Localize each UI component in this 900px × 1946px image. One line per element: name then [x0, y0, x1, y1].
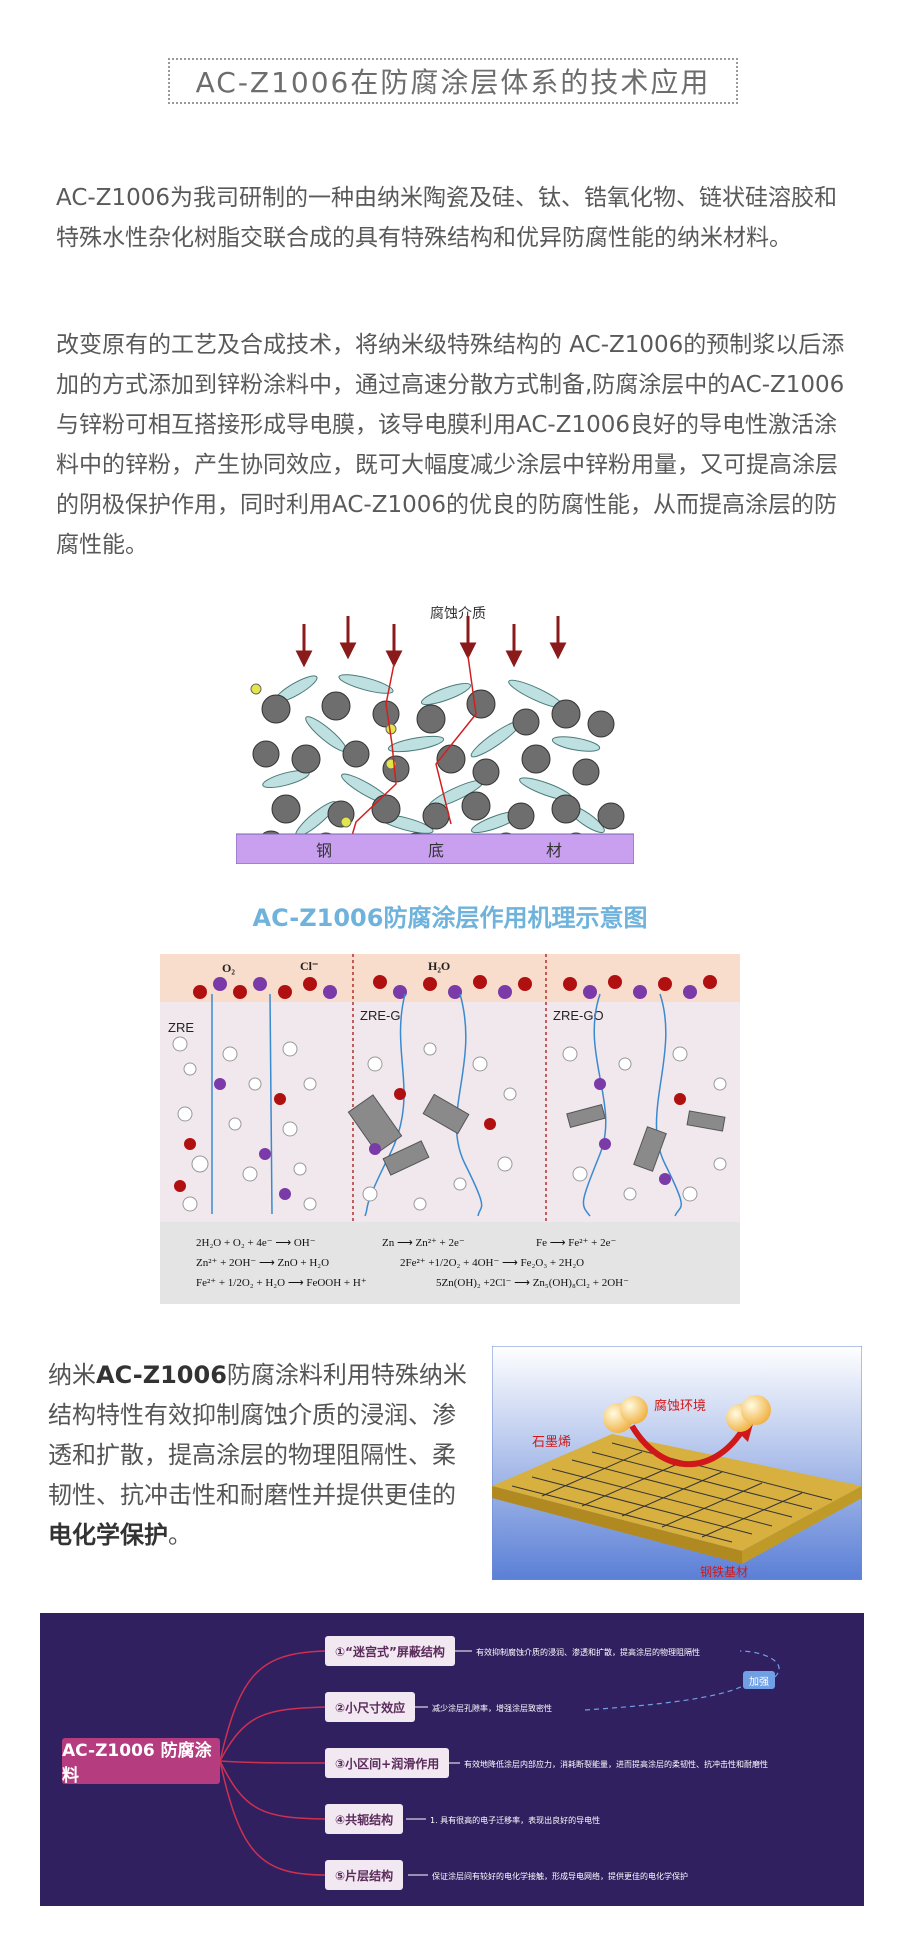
- mind-map-node-3: ③小区间+润滑作用: [325, 1748, 450, 1778]
- species-h2o: H₂O: [428, 959, 450, 973]
- corrosion-env-label: 腐蚀环境: [654, 1399, 706, 1414]
- species-o2: O₂: [222, 961, 235, 975]
- diagram-caption: AC-Z1006防腐涂层作用机理示意图: [252, 904, 648, 932]
- substrate-char-1: 钢: [316, 842, 332, 860]
- mind-map-desc-1: 有效抑制腐蚀介质的浸润、渗透和扩散，提高涂层的物理阻隔性: [476, 1648, 700, 1657]
- mind-map-connectors: [219, 1650, 780, 1876]
- panel-label-zre: ZRE: [168, 1020, 194, 1035]
- mind-map-node-1: ①“迷宫式”屏蔽结构: [325, 1636, 455, 1666]
- mind-map: AC-Z1006 防腐涂料 ①“迷宫式”屏蔽结构 有效抑制腐蚀介质的浸润、渗透和…: [40, 1613, 864, 1906]
- eq-r3-c1: Fe²⁺ + 1/2O₂ + H₂O ⟶ FeOOH + H⁺: [196, 1277, 367, 1289]
- mind-map-enhance-tag: 加强: [743, 1671, 775, 1689]
- eq-r2-c1: Zn²⁺ + 2OH⁻ ⟶ ZnO + H₂O: [196, 1257, 329, 1269]
- mechanism-diagram: 腐蚀介质: [236, 594, 634, 864]
- panel-label-zre-go: ZRE-GO: [553, 1008, 604, 1023]
- species-cl: Cl⁻: [300, 959, 318, 973]
- intro-paragraph-2: 改变原有的工艺及合成技术，将纳米级特殊结构的 AC-Z1006的预制浆以后添加的…: [56, 332, 845, 558]
- corrosion-medium-label: 腐蚀介质: [430, 605, 486, 622]
- eq-r3-c2: 5Zn(OH)₂ +2Cl⁻ ⟶ Zn₅(OH)₈Cl₂ + 2OH⁻: [436, 1277, 629, 1289]
- substrate-char-2: 底: [428, 842, 444, 860]
- mind-map-desc-2: 减少涂层孔隙率，增强涂层致密性: [432, 1704, 552, 1713]
- mind-map-desc-5: 保证涂层间有较好的电化学接触，形成导电网络，提供更佳的电化学保护: [432, 1872, 688, 1881]
- mind-map-root: AC-Z1006 防腐涂料: [62, 1738, 220, 1786]
- mind-map-desc-4: 1. 具有很高的电子迁移率，表现出良好的导电性: [430, 1816, 601, 1825]
- eq-r1-c3: Fe ⟶ Fe²⁺ + 2e⁻: [536, 1237, 616, 1249]
- zre-comparison-figure: ZRE ZRE-G ZRE-GO O₂ Cl⁻ H₂O: [160, 954, 740, 1304]
- side-bold-electrochemical: 电化学保护: [48, 1521, 168, 1549]
- side-text-3: 。: [168, 1521, 192, 1549]
- graphene-label: 石墨烯: [532, 1435, 571, 1450]
- page-title: AC-Z1006在防腐涂层体系的技术应用: [168, 58, 738, 104]
- graphene-illustration: 腐蚀环境 石墨烯 钢铁基材: [492, 1346, 862, 1580]
- side-bold-product: AC-Z1006: [96, 1361, 227, 1389]
- side-text-2: 防腐涂料利用特殊纳米结构特性有效抑制腐蚀介质的浸润、渗透和扩散，提高涂层的物理阻…: [48, 1361, 467, 1509]
- eq-r2-c2: 2Fe²⁺ +1/2O₂ + 4OH⁻ ⟶ Fe₂O₃ + 2H₂O: [400, 1257, 584, 1269]
- mind-map-desc-3: 有效地降低涂层内部应力，消耗断裂能量，进而提高涂层的柔韧性、抗冲击性和耐磨性: [464, 1760, 768, 1769]
- mind-map-node-5: ⑤片层结构: [325, 1860, 404, 1890]
- mind-map-node-2: ②小尺寸效应: [325, 1692, 416, 1722]
- substrate-char-3: 材: [546, 842, 562, 860]
- eq-r1-c2: Zn ⟶ Zn²⁺ + 2e⁻: [382, 1237, 465, 1249]
- intro-paragraph-1: AC-Z1006为我司研制的一种由纳米陶瓷及硅、钛、锆氧化物、链状硅溶胶和特殊水…: [56, 185, 837, 251]
- side-text-1: 纳米: [48, 1361, 96, 1389]
- mind-map-node-4: ④共轭结构: [325, 1804, 404, 1834]
- steel-base-label: 钢铁基材: [700, 1565, 748, 1579]
- side-description: 纳米AC-Z1006防腐涂料利用特殊纳米结构特性有效抑制腐蚀介质的浸润、渗透和扩…: [48, 1355, 478, 1555]
- panel-label-zre-g: ZRE-G: [360, 1008, 400, 1023]
- eq-r1-c1: 2H₂O + O₂ + 4e⁻ ⟶ OH⁻: [196, 1237, 316, 1249]
